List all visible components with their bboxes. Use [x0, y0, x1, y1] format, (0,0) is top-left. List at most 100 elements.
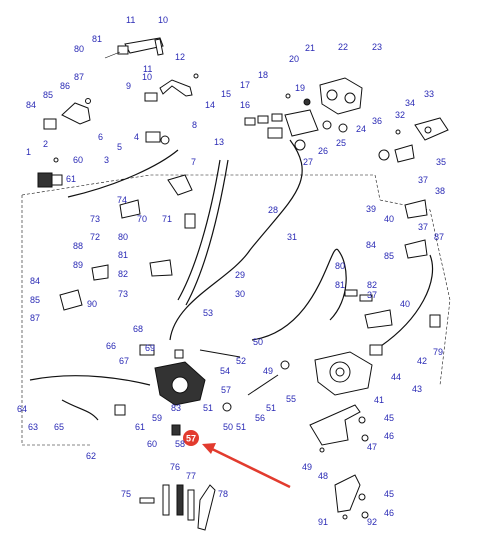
part-label-l85c[interactable]: 85 — [30, 295, 40, 305]
part-label-l82a[interactable]: 82 — [118, 269, 128, 279]
part-label-l49b[interactable]: 49 — [302, 462, 312, 472]
part-label-l21[interactable]: 21 — [305, 43, 315, 53]
part-label-l80a[interactable]: 80 — [74, 44, 84, 54]
part-label-l70[interactable]: 70 — [137, 214, 147, 224]
part-label-l50b[interactable]: 50 — [223, 422, 233, 432]
part-label-l56[interactable]: 56 — [255, 413, 265, 423]
part-label-l83[interactable]: 83 — [171, 403, 181, 413]
part-label-l8[interactable]: 8 — [192, 120, 197, 130]
part-label-l7[interactable]: 7 — [191, 157, 196, 167]
part-label-l20[interactable]: 20 — [289, 54, 299, 64]
part-label-l2[interactable]: 2 — [43, 139, 48, 149]
part-label-l74[interactable]: 74 — [117, 195, 127, 205]
part-label-l84a[interactable]: 84 — [26, 100, 36, 110]
part-label-l75[interactable]: 75 — [121, 489, 131, 499]
part-label-l26[interactable]: 26 — [318, 146, 328, 156]
part-label-l48[interactable]: 48 — [318, 471, 328, 481]
part-label-l45b[interactable]: 45 — [384, 489, 394, 499]
part-label-l40a[interactable]: 40 — [384, 214, 394, 224]
part-label-l1[interactable]: 1 — [26, 147, 31, 157]
part-label-l38[interactable]: 38 — [435, 186, 445, 196]
part-label-l41[interactable]: 41 — [374, 395, 384, 405]
part-label-l44[interactable]: 44 — [391, 372, 401, 382]
part-label-l77[interactable]: 77 — [186, 471, 196, 481]
part-label-l86[interactable]: 86 — [60, 81, 70, 91]
part-label-l51c[interactable]: 51 — [236, 422, 246, 432]
part-label-l27[interactable]: 27 — [303, 157, 313, 167]
part-label-l25[interactable]: 25 — [336, 138, 346, 148]
part-label-l42[interactable]: 42 — [417, 356, 427, 366]
part-label-l13[interactable]: 13 — [214, 137, 224, 147]
part-label-l35[interactable]: 35 — [436, 157, 446, 167]
part-label-l92[interactable]: 92 — [367, 517, 377, 527]
part-label-l37a[interactable]: 37 — [418, 175, 428, 185]
part-label-l19[interactable]: 19 — [295, 83, 305, 93]
part-label-l72[interactable]: 72 — [90, 232, 100, 242]
part-label-l10b[interactable]: 10 — [142, 72, 152, 82]
part-label-l43[interactable]: 43 — [412, 384, 422, 394]
part-label-l89[interactable]: 89 — [73, 260, 83, 270]
part-label-l85b[interactable]: 85 — [384, 251, 394, 261]
part-label-l61a[interactable]: 61 — [66, 174, 76, 184]
part-label-l29[interactable]: 29 — [235, 270, 245, 280]
part-label-l36[interactable]: 36 — [372, 116, 382, 126]
part-label-l66[interactable]: 66 — [106, 341, 116, 351]
part-label-l87b[interactable]: 87 — [434, 232, 444, 242]
part-label-l68[interactable]: 68 — [133, 324, 143, 334]
part-label-l84b[interactable]: 84 — [366, 240, 376, 250]
part-label-l60b[interactable]: 60 — [147, 439, 157, 449]
part-label-l47[interactable]: 47 — [367, 442, 377, 452]
part-label-l88[interactable]: 88 — [73, 241, 83, 251]
highlight-circle-57[interactable] — [183, 430, 199, 446]
part-label-l60[interactable]: 60 — [73, 155, 83, 165]
part-label-l76[interactable]: 76 — [170, 462, 180, 472]
part-label-l62[interactable]: 62 — [86, 451, 96, 461]
part-label-l45a[interactable]: 45 — [384, 413, 394, 423]
part-label-l80b[interactable]: 80 — [118, 232, 128, 242]
part-label-l32[interactable]: 32 — [395, 110, 405, 120]
part-label-l81b[interactable]: 81 — [118, 250, 128, 260]
part-label-l90[interactable]: 90 — [87, 299, 97, 309]
part-label-l4[interactable]: 4 — [134, 132, 139, 142]
part-label-l63[interactable]: 63 — [28, 422, 38, 432]
part-label-l16[interactable]: 16 — [240, 100, 250, 110]
part-label-l61b[interactable]: 61 — [135, 422, 145, 432]
part-label-l52[interactable]: 52 — [236, 356, 246, 366]
part-label-l11b[interactable]: 11 — [143, 64, 152, 74]
part-label-l82b[interactable]: 82 — [367, 280, 377, 290]
part-label-l51a[interactable]: 51 — [203, 403, 213, 413]
part-label-l46a[interactable]: 46 — [384, 431, 394, 441]
part-label-l67[interactable]: 67 — [119, 356, 129, 366]
part-label-l80c[interactable]: 80 — [335, 261, 345, 271]
part-label-l58[interactable]: 58 — [175, 439, 185, 449]
part-label-l37b[interactable]: 37 — [418, 222, 428, 232]
part-label-l12[interactable]: 12 — [175, 52, 185, 62]
part-label-l33[interactable]: 33 — [424, 89, 434, 99]
part-label-l15[interactable]: 15 — [221, 89, 231, 99]
part-label-l81a[interactable]: 81 — [92, 34, 102, 44]
part-label-l3[interactable]: 3 — [104, 155, 109, 165]
part-label-l53[interactable]: 53 — [203, 308, 213, 318]
part-label-l39[interactable]: 39 — [366, 204, 376, 214]
part-label-l10a[interactable]: 10 — [158, 15, 168, 25]
part-label-l6[interactable]: 6 — [98, 132, 103, 142]
part-label-l9[interactable]: 9 — [126, 81, 131, 91]
part-label-l31[interactable]: 31 — [287, 232, 297, 242]
part-label-l50[interactable]: 50 — [253, 337, 263, 347]
part-label-l55[interactable]: 55 — [286, 394, 296, 404]
part-label-l91[interactable]: 91 — [318, 517, 328, 527]
part-label-l64[interactable]: 64 — [17, 404, 27, 414]
part-label-l78[interactable]: 78 — [218, 489, 228, 499]
part-label-l46b[interactable]: 46 — [384, 508, 394, 518]
part-label-l40b[interactable]: 40 — [400, 299, 410, 309]
part-label-l87c[interactable]: 87 — [30, 313, 40, 323]
part-label-l22[interactable]: 22 — [338, 42, 348, 52]
part-label-l14[interactable]: 14 — [205, 100, 215, 110]
part-label-l59[interactable]: 59 — [152, 413, 162, 423]
part-label-l17[interactable]: 17 — [240, 80, 250, 90]
part-label-l81c[interactable]: 81 — [335, 280, 345, 290]
part-label-l5[interactable]: 5 — [117, 142, 122, 152]
part-label-l30[interactable]: 30 — [235, 289, 245, 299]
part-label-l71[interactable]: 71 — [162, 214, 172, 224]
part-label-l34[interactable]: 34 — [405, 98, 415, 108]
